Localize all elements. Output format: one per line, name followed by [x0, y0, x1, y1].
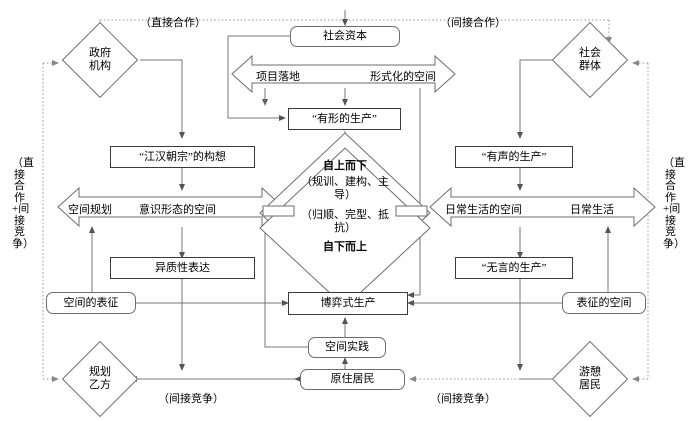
node-vocal-production[interactable]: “有声的生产” — [455, 146, 573, 168]
relation-label-bottom-right: （间接竞争） — [430, 393, 496, 405]
band-left-left-label: 空间规划 — [68, 204, 112, 216]
node-heterogeneous-expression[interactable]: 异质性表达 — [110, 257, 255, 279]
node-space-of-representation[interactable]: 表征的空间 — [562, 292, 646, 314]
relation-label-top-left: （直接合作） — [140, 17, 206, 29]
node-jianghan-concept[interactable]: “江汉朝宗”的构想 — [110, 146, 255, 168]
band-right-right-label: 日常生活 — [570, 204, 614, 216]
node-spatial-practice[interactable]: 空间实践 — [308, 337, 386, 358]
node-representation-of-space[interactable]: 空间的表征 — [46, 292, 136, 314]
actor-social-group[interactable]: 社会 群体 — [551, 21, 629, 99]
relation-label-top-right: （间接合作） — [440, 17, 506, 29]
arrow-band-right — [429, 186, 656, 228]
node-game-production[interactable]: 博弈式生产 — [288, 292, 408, 315]
node-silent-production[interactable]: “无言的生产” — [455, 257, 573, 279]
actor-leisure-residents[interactable]: 游憩 居民 — [551, 340, 629, 418]
actor-government-label: 政府 机构 — [89, 46, 111, 72]
relation-label-left-side: （直接合作+间接竞争） — [12, 157, 34, 250]
center-top-down-detail: （规训、建构、主 导） — [301, 176, 389, 202]
arrow-band-top — [231, 54, 456, 94]
band-top-right-label: 形式化的空间 — [370, 71, 436, 83]
actor-social-group-label: 社会 群体 — [579, 46, 601, 72]
center-notch-right — [395, 205, 428, 217]
relation-label-bottom-left: （间接竞争） — [158, 393, 224, 405]
node-social-capital[interactable]: 社会资本 — [290, 26, 400, 47]
node-indigenous-residents[interactable]: 原住居民 — [300, 369, 405, 390]
actor-leisure-residents-label: 游憩 居民 — [579, 365, 601, 391]
center-bottom-up-detail: （归顺、完型、抵 抗） — [301, 209, 389, 235]
actor-planning-party-b[interactable]: 规划 乙方 — [61, 340, 139, 418]
center-bottom-up-label: 自下而上 — [323, 241, 367, 253]
actor-planning-party-b-label: 规划 乙方 — [89, 365, 111, 391]
band-top-left-label: 项目落地 — [256, 71, 300, 83]
actor-government[interactable]: 政府 机构 — [61, 21, 139, 99]
node-tangible-production[interactable]: “有形的生产” — [288, 108, 401, 130]
band-right-left-label: 日常生活的空间 — [445, 204, 522, 216]
band-left-right-label: 意识形态的空间 — [139, 204, 216, 216]
relation-label-right-side: （直接合作+间接竞争） — [663, 157, 685, 250]
center-notch-left — [262, 205, 295, 217]
center-top-down-label: 自上而下 — [323, 160, 367, 172]
